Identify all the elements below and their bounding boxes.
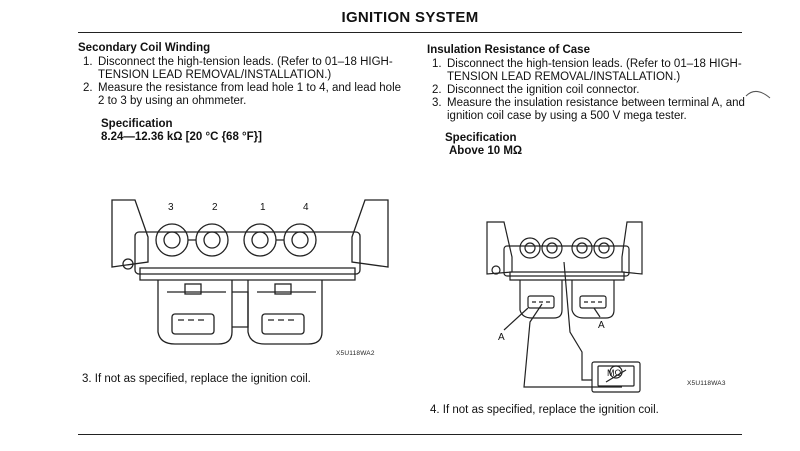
meter-label: MΩ bbox=[607, 368, 621, 378]
step-text: Disconnect the high-tension leads. (Refe… bbox=[447, 58, 742, 83]
note-text: If not as specified, replace the ignitio… bbox=[442, 404, 659, 416]
step-number: 3. bbox=[432, 97, 442, 109]
step-text: Disconnect the ignition coil connector. bbox=[447, 84, 640, 96]
page-header: IGNITION SYSTEM bbox=[78, 6, 742, 33]
insulation-test-drawing: A A MΩ bbox=[486, 221, 643, 393]
terminal-a-label: A bbox=[498, 332, 505, 343]
spec-label: Specification bbox=[445, 132, 517, 144]
step-number: 1. bbox=[432, 58, 442, 70]
step-item: 3. Measure the insulation resistance bet… bbox=[429, 97, 747, 123]
page-title: IGNITION SYSTEM bbox=[341, 9, 479, 26]
step-list: 1. Disconnect the high-tension leads. (R… bbox=[78, 56, 408, 108]
lead-hole-label: 1 bbox=[260, 202, 266, 213]
step-item: 2. Disconnect the ignition coil connecto… bbox=[429, 84, 747, 97]
step-text: Disconnect the high-tension leads. (Refe… bbox=[98, 56, 393, 81]
figure-code: X5U118WA3 bbox=[687, 380, 726, 387]
ignition-coil-figure: 3 2 1 4 X5U118WA2 bbox=[100, 192, 400, 367]
specification: Specification 8.24—12.36 kΩ [20 °C {68 °… bbox=[101, 118, 408, 144]
step-number: 2. bbox=[432, 84, 442, 96]
stray-mark-decoration bbox=[745, 91, 771, 99]
spec-value: 8.24—12.36 kΩ [20 °C {68 °F}] bbox=[101, 131, 262, 143]
note-number: 3. bbox=[82, 373, 92, 385]
step-item: 1. Disconnect the high-tension leads. (R… bbox=[80, 56, 408, 82]
lead-hole-label: 3 bbox=[168, 202, 174, 213]
step-number: 1. bbox=[83, 56, 93, 68]
section-secondary-coil: Secondary Coil Winding 1. Disconnect the… bbox=[78, 42, 408, 144]
step-item: 2. Measure the resistance from lead hole… bbox=[80, 82, 408, 108]
note: 3. If not as specified, replace the igni… bbox=[82, 373, 311, 385]
spec-label: Specification bbox=[101, 118, 173, 130]
step-list: 1. Disconnect the high-tension leads. (R… bbox=[427, 58, 747, 123]
step-number: 2. bbox=[83, 82, 93, 94]
section-heading: Secondary Coil Winding bbox=[78, 42, 211, 54]
insulation-test-figure: A A MΩ X5U118WA3 bbox=[482, 212, 732, 397]
lead-hole-label: 2 bbox=[212, 202, 218, 213]
terminal-a-label: A bbox=[598, 320, 605, 331]
spec-value: Above 10 MΩ bbox=[449, 145, 523, 157]
note-text: If not as specified, replace the ignitio… bbox=[94, 373, 311, 385]
specification: Specification Above 10 MΩ bbox=[445, 132, 747, 158]
step-text: Measure the resistance from lead hole 1 … bbox=[98, 82, 402, 107]
figure-code: X5U118WA2 bbox=[336, 350, 375, 357]
note-number: 4. bbox=[430, 404, 440, 416]
note: 4. If not as specified, replace the igni… bbox=[430, 404, 659, 416]
step-text: Measure the insulation resistance betwee… bbox=[447, 97, 745, 122]
section-heading: Insulation Resistance of Case bbox=[427, 44, 590, 56]
lead-hole-label: 4 bbox=[303, 202, 309, 213]
step-item: 1. Disconnect the high-tension leads. (R… bbox=[429, 58, 747, 84]
ignition-coil-drawing: 3 2 1 4 bbox=[111, 199, 389, 345]
section-insulation-resistance: Insulation Resistance of Case 1. Disconn… bbox=[427, 44, 747, 158]
footer-rule bbox=[78, 434, 742, 435]
